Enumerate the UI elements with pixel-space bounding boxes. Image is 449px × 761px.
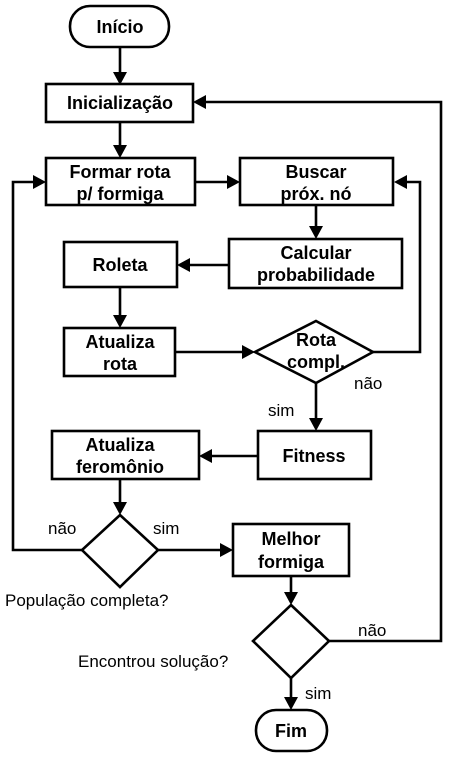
update-pheromone-label-1: Atualiza	[85, 435, 155, 455]
route-complete-label-1: Rota	[296, 330, 337, 350]
start-node: Início	[68, 4, 171, 49]
update-pheromone-label-2: feromônio	[76, 457, 164, 477]
route-no-label: não	[354, 374, 382, 393]
end-label: Fim	[275, 721, 307, 741]
compute-probability-box: Calcular probabilidade	[227, 237, 404, 290]
update-pheromone-box: Atualiza feromônio	[50, 429, 201, 481]
roulette-label: Roleta	[92, 255, 148, 275]
solution-found-decision	[251, 603, 331, 680]
update-route-label-1: Atualiza	[85, 332, 155, 352]
update-route-box: Atualiza rota	[62, 326, 177, 378]
population-no-label: não	[48, 519, 76, 538]
route-yes-label: sim	[268, 401, 294, 420]
fitness-label: Fitness	[282, 446, 345, 466]
population-complete-decision	[80, 513, 160, 589]
route-complete-decision: Rota compl.	[252, 319, 376, 385]
end-node: Fim	[254, 708, 329, 753]
update-route-label-2: rota	[103, 354, 138, 374]
probability-label-2: probabilidade	[257, 265, 375, 285]
init-label: Inicialização	[67, 93, 173, 113]
population-question: População completa?	[5, 591, 169, 610]
build-route-label-1: Formar rota	[69, 162, 171, 182]
roulette-box: Roleta	[62, 240, 179, 289]
build-route-box: Formar rota p/ formiga	[44, 156, 197, 207]
solution-question: Encontrou solução?	[78, 652, 228, 671]
best-ant-label-1: Melhor	[261, 529, 320, 549]
fitness-box: Fitness	[256, 429, 373, 481]
search-next-node-box: Buscar próx. nó	[238, 156, 395, 207]
population-yes-label: sim	[153, 519, 179, 538]
start-label: Início	[96, 17, 143, 37]
best-ant-box: Melhor formiga	[231, 522, 351, 578]
build-route-label-2: p/ formiga	[76, 184, 164, 204]
search-label-2: próx. nó	[281, 184, 352, 204]
solution-no-label: não	[358, 621, 386, 640]
probability-label-1: Calcular	[280, 243, 351, 263]
best-ant-label-2: formiga	[258, 552, 325, 572]
init-box: Inicialização	[44, 82, 195, 124]
route-complete-label-2: compl.	[287, 352, 345, 372]
search-label-1: Buscar	[285, 162, 346, 182]
solution-yes-label: sim	[305, 684, 331, 703]
connectors	[11, 47, 443, 710]
